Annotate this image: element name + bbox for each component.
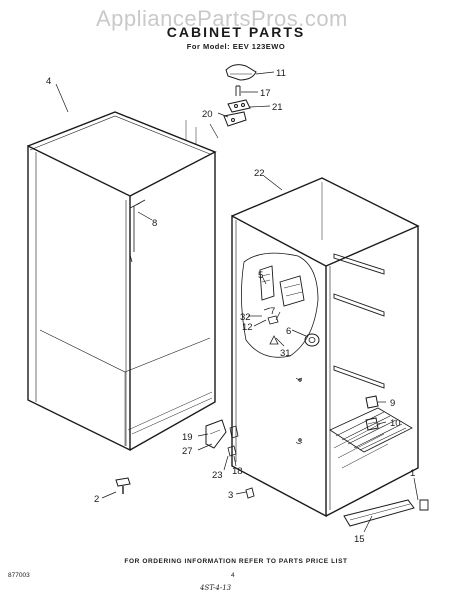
top-hinge-parts	[209, 64, 257, 139]
callout-23: 23	[212, 470, 223, 481]
callout-9: 9	[390, 398, 395, 409]
callout-19: 19	[182, 432, 193, 443]
liner-strip	[129, 199, 146, 263]
callout-1: 1	[410, 468, 415, 479]
loose-hardware	[115, 395, 379, 499]
callout-2: 2	[94, 494, 99, 505]
ordering-note: FOR ORDERING INFORMATION REFER TO PARTS …	[124, 558, 348, 565]
handwritten-mark: 4ST-4-13	[200, 584, 232, 592]
watermark: AppliancePartsPros.com	[96, 6, 348, 31]
callout-20: 20	[202, 109, 213, 120]
callout-15: 15	[354, 534, 365, 545]
callout-27: 27	[182, 446, 193, 457]
cabinet-liner-right	[231, 177, 420, 518]
callout-3: 3	[228, 490, 233, 501]
callout-5: 5	[258, 270, 263, 281]
callout-22: 22	[254, 168, 265, 179]
control-detail-inset	[241, 252, 320, 358]
callout-32: 32	[240, 312, 251, 323]
cabinet-shell-left	[27, 111, 217, 452]
callout-4: 4	[46, 76, 51, 87]
callout-7: 7	[270, 306, 275, 317]
bottom-hinge-parts	[205, 419, 239, 457]
callout-11: 11	[276, 68, 286, 79]
page-number: 4	[231, 572, 235, 579]
callout-17: 17	[260, 88, 271, 99]
callout-6: 6	[286, 326, 291, 337]
kick-plate	[343, 499, 429, 527]
callout-21: 21	[272, 102, 283, 113]
diagram-title: CABINET PARTS	[166, 24, 306, 40]
callout-18: 18	[232, 466, 243, 477]
callout-10: 10	[390, 418, 401, 429]
model-line: For Model: EEV 123EWO	[186, 42, 286, 51]
callout-31: 31	[280, 348, 291, 359]
callout-8: 8	[152, 218, 157, 229]
callout-labels: 4 11 17 21 20 22 8 5 32 12 7 6 31 9 10 1…	[46, 68, 415, 545]
leader-lines	[55, 71, 419, 533]
document-number: 877003	[8, 572, 30, 579]
callout-12: 12	[242, 322, 253, 333]
